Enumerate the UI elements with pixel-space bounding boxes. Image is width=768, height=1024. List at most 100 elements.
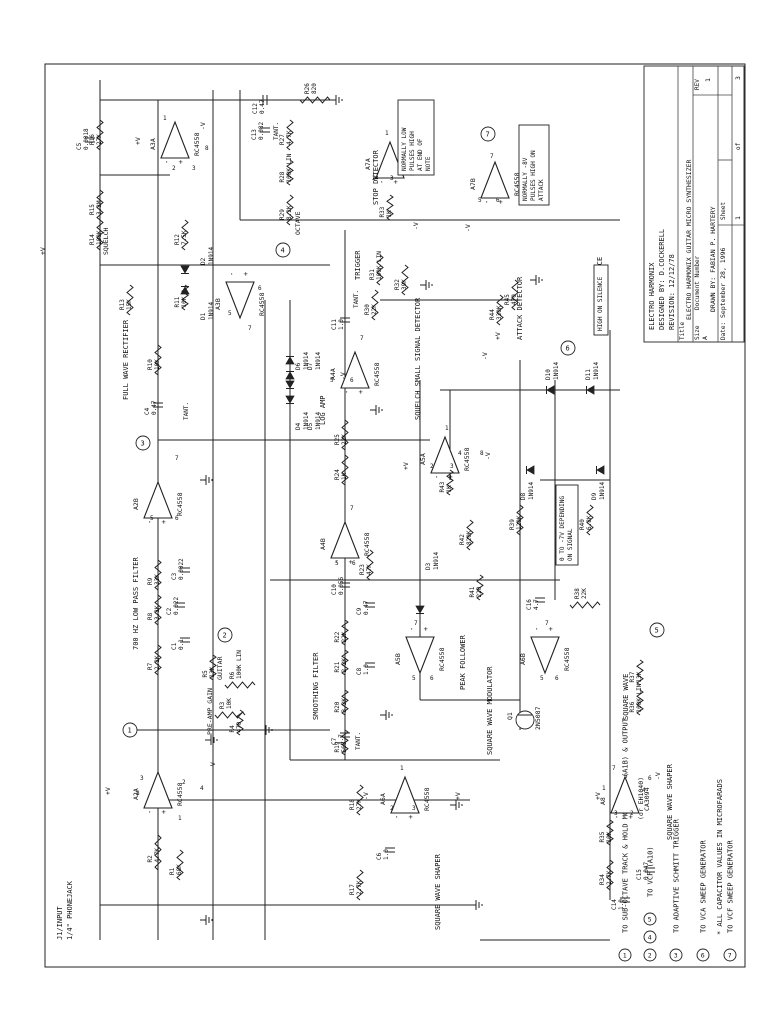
- opamp-id-a7a: A7A: [364, 158, 372, 170]
- diode-value-d9: 1N914: [599, 482, 606, 500]
- diode-d6: [285, 371, 295, 380]
- opamp-type-a8: CA3094: [643, 787, 651, 811]
- opamp-minus: -: [163, 160, 171, 164]
- pin-number: 1: [445, 425, 449, 432]
- label-log-amp: LOG AMP: [319, 395, 327, 425]
- resistor-value-r35: 10K: [606, 831, 613, 842]
- resistor-value-r25: 22K: [341, 434, 348, 445]
- resistor-r21: [341, 649, 349, 676]
- opamp-id-a7b: A7B: [469, 178, 477, 190]
- resistor-value-r23: 47K: [366, 564, 373, 575]
- note-silence-line-1: HIGH ON SILENCE: [597, 276, 604, 331]
- pin-number: 1: [385, 130, 389, 137]
- resistor-value-r3: 10K: [226, 698, 233, 709]
- label-preamp: PRE-AMP GAIN: [206, 688, 214, 735]
- capacitor-id-c1: C1: [171, 642, 178, 650]
- pin-number: 2: [430, 463, 434, 470]
- capacitor-id-c8: C8: [356, 667, 363, 675]
- opamp-minus: -: [333, 560, 341, 564]
- resistor-value-r4: 470: [236, 721, 243, 732]
- title-block-company-group: ELECTRO HARMONIX DESIGNED BY: D.COCKEREL…: [648, 229, 676, 330]
- resistor-id-r22: R22: [334, 631, 341, 642]
- resistor-value-r44: 330K: [496, 305, 503, 320]
- neg-rail-label: -V: [209, 762, 217, 770]
- node-6-label: 6: [566, 345, 570, 353]
- opamp-plus: +: [160, 810, 168, 814]
- pin-number: 5: [228, 310, 232, 317]
- pos-rail-label: +V: [494, 332, 502, 340]
- resistor-value-r9: 33K: [154, 574, 161, 585]
- revision: REVISION: 12/12/78: [668, 254, 676, 330]
- legend-node-2-label: 2: [648, 952, 652, 960]
- pin-number: 3: [450, 463, 454, 470]
- pin-number: 1: [163, 115, 167, 122]
- opamp-a7b: [480, 160, 510, 199]
- diode-value-d1: 1N914: [208, 302, 215, 320]
- pin-number: 3: [412, 805, 416, 812]
- diode-d4: [285, 395, 295, 404]
- opamp-id-a5a: A5A: [419, 453, 427, 465]
- capacitor-value-c6: 1.0: [383, 849, 390, 860]
- neg-rail-label: -V: [464, 224, 472, 232]
- node-3-icon: [135, 435, 151, 451]
- note-stop-box: [397, 99, 435, 176]
- opamp-a6b: [530, 636, 560, 675]
- resistor-id-r9: R9: [147, 577, 154, 585]
- diode-body: [180, 286, 190, 295]
- opamp-a2b: [143, 480, 173, 519]
- resistor-r22: [341, 619, 349, 646]
- neg-rail-label: -V: [484, 452, 492, 460]
- label-guitar: GUITAR: [216, 656, 224, 680]
- pin-number: 6: [430, 675, 434, 682]
- resistor-r9: [154, 559, 162, 591]
- resistor-id-r45: R45: [504, 294, 511, 305]
- company-name: ELECTRO HARMONIX: [648, 262, 656, 330]
- opamp-type-a7b: RC4558: [513, 172, 521, 196]
- resistor-id-r21: R21: [334, 661, 341, 672]
- label-squelch: SQUELCH: [102, 228, 110, 255]
- diode-id-d10: D10: [545, 369, 552, 380]
- opamp-a7a: [375, 140, 405, 179]
- opamp-type-a3a: RC4558: [193, 132, 201, 156]
- node-5-label: 5: [655, 627, 659, 635]
- capacitor-id-c6: C6: [376, 852, 383, 860]
- diode-d1: [180, 286, 190, 295]
- drawing-title: ELECTRO HARMONIX GUITAR MICRO SYNTHESIZE…: [685, 159, 693, 320]
- resistor-r20: [341, 689, 349, 716]
- pos-rail-label: +V: [594, 792, 602, 800]
- resistor-id-r5: R5: [202, 670, 209, 678]
- resistor-value-r41: 220: [476, 586, 483, 597]
- resistor-value-r18: 27K: [356, 799, 363, 810]
- note-range-box: [555, 484, 579, 566]
- pin-number: 4: [458, 450, 462, 457]
- transistor-q1-icon: [515, 710, 535, 730]
- pin-number: 7: [175, 455, 179, 462]
- label-full-wave-rectifier: FULL WAVE RECTIFIER: [122, 319, 130, 400]
- resistor-id-r16: R16: [89, 134, 96, 145]
- resistor-r37: [636, 659, 644, 686]
- resistor-r45: [511, 279, 519, 311]
- resistor-r34: [606, 859, 614, 891]
- resistor-r7: [154, 644, 162, 676]
- capacitor-value-c4: 0.47: [151, 400, 158, 415]
- diode-body: [546, 385, 555, 395]
- capacitor-value-c10: 0.056: [338, 577, 345, 595]
- resistor-id-r28: R28: [279, 171, 286, 182]
- opamp-minus: -: [613, 815, 621, 819]
- resistor-value-r32: 39K: [401, 279, 408, 290]
- note-attack-line-3: ATTACK: [538, 179, 545, 201]
- capacitor-value-c16: 4.7: [533, 599, 540, 610]
- note-range-line-1: 0 TO -7V DEPENDING: [559, 496, 566, 561]
- label-lowpass: 700 HZ LOW PASS FILTER: [132, 556, 140, 650]
- diode-d11: [586, 385, 595, 395]
- resistor-id-r32: R32: [394, 279, 401, 290]
- capacitor-value-c8: 1.0: [363, 664, 370, 675]
- resistor-id-r24: R24: [334, 469, 341, 480]
- resistor-r27: [286, 119, 294, 151]
- resistor-r13: [126, 284, 134, 316]
- diode-value-d6: 1N914: [303, 352, 310, 370]
- pin-number: 2: [172, 165, 176, 172]
- pin-number: 7: [545, 620, 549, 627]
- pin-number: 7: [490, 153, 494, 160]
